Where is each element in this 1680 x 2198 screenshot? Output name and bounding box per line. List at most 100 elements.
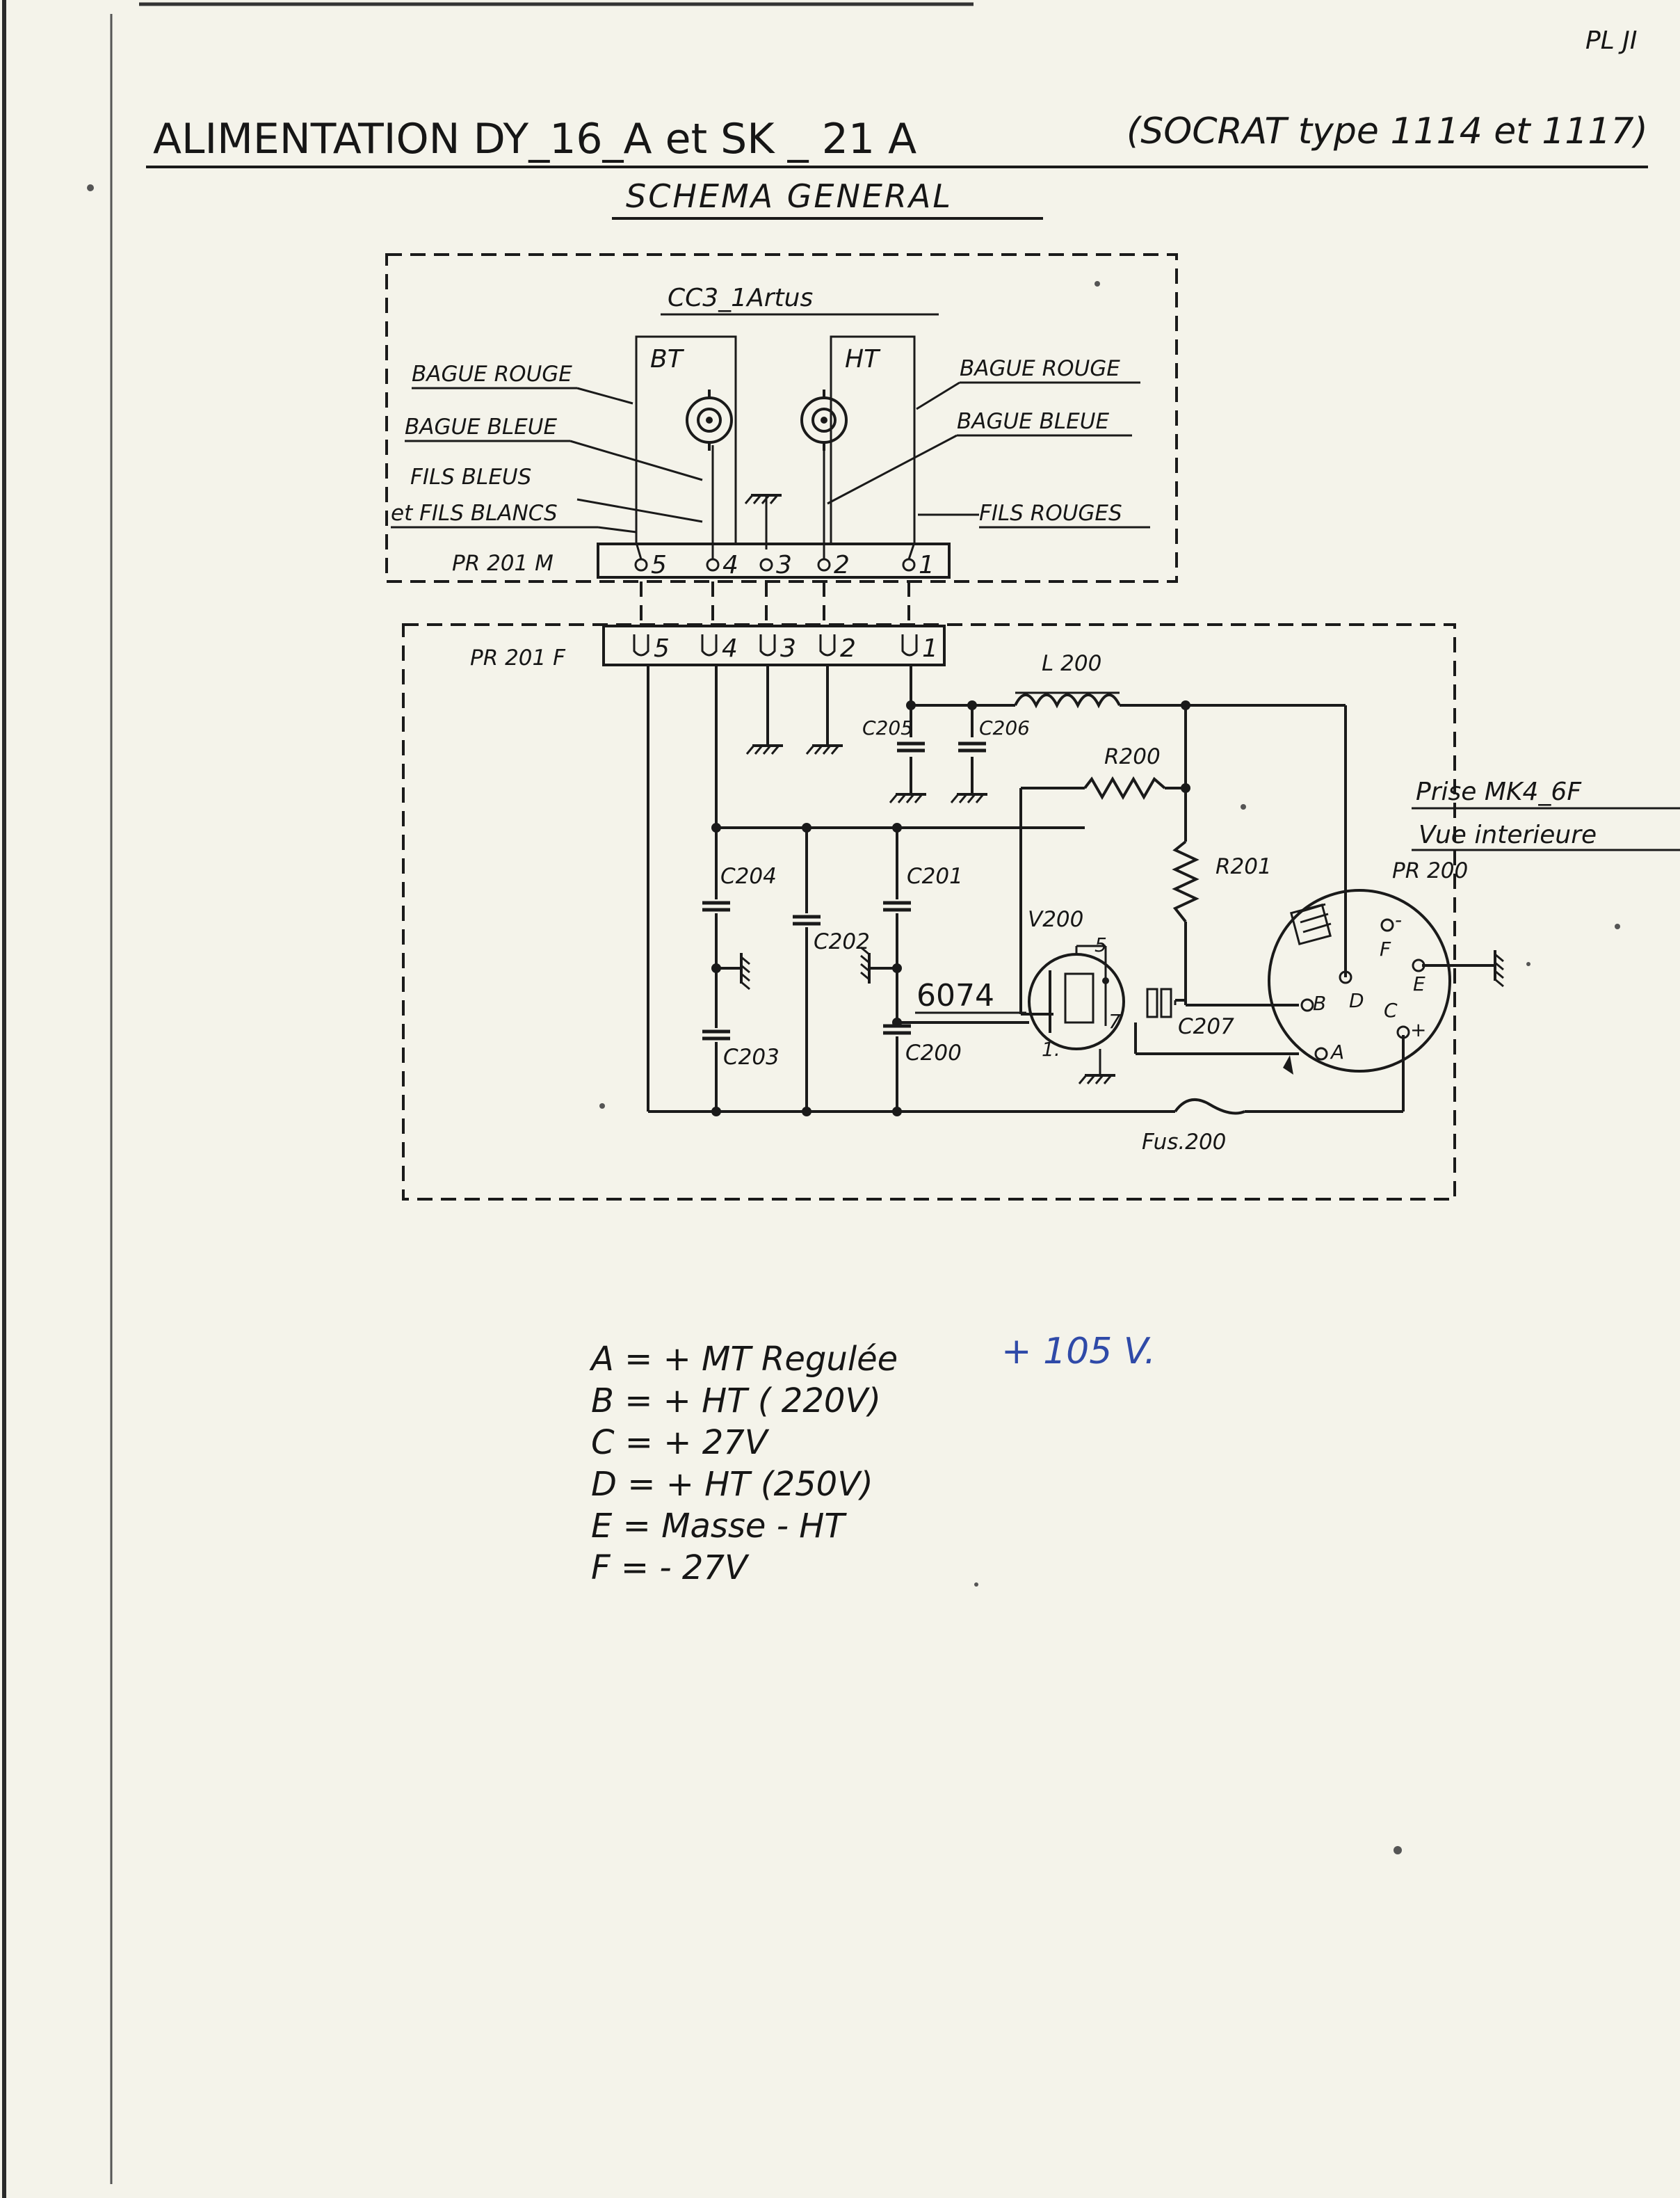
ht-label: HT <box>845 345 881 374</box>
ht-coax-connector <box>800 390 848 451</box>
pr201m-pin-4: 4 <box>722 551 738 579</box>
socket-pin-f: F <box>1380 938 1391 961</box>
arrow-fils-blancs <box>597 526 637 534</box>
capacitor-c200 <box>883 1026 911 1033</box>
label-bague-rouge-right: BAGUE ROUGE <box>960 356 1120 381</box>
module-name: CC3_1Artus <box>668 284 813 312</box>
pr201f-pin-5: 5 <box>654 634 670 663</box>
socket-mk4-6f <box>1268 889 1451 1075</box>
label-tube-6074: 6074 <box>916 978 994 1013</box>
label-c200: C200 <box>905 1041 962 1066</box>
socket-pin-e: E <box>1413 972 1425 995</box>
pr201m-pin-5: 5 <box>651 551 667 579</box>
label-c207: C207 <box>1178 1014 1234 1039</box>
scan-specks <box>87 184 1620 1854</box>
label-bague-bleue-right: BAGUE BLEUE <box>957 409 1109 434</box>
capacitor-c206 <box>958 744 986 751</box>
plug-pr201f <box>602 625 946 666</box>
arrow-bague-bleue-right <box>827 434 958 505</box>
label-c204: C204 <box>720 864 777 889</box>
pr201f-pin-3: 3 <box>780 634 796 663</box>
label-fils-bleus: FILS BLEUS <box>410 465 531 490</box>
arrow-fils-bleus <box>576 498 703 523</box>
legend-b: B = + HT ( 220V) <box>591 1381 881 1420</box>
title-paren: (SOCRAT type 1114 et 1117) <box>1126 111 1648 152</box>
ground-socket-e <box>1494 949 1505 988</box>
arrow-bague-bleue-left <box>570 440 703 481</box>
resistor-r201 <box>1172 840 1200 923</box>
capacitor-c207 <box>1146 988 1177 1018</box>
socket-pin-b: B <box>1313 992 1326 1015</box>
label-c201: C201 <box>907 864 963 889</box>
label-tube-pin1: 1. <box>1042 1038 1060 1061</box>
inductor-l200 <box>1014 691 1121 709</box>
socket-pin-c: C <box>1384 999 1398 1022</box>
label-c202: C202 <box>814 929 870 954</box>
plug-pr201m <box>597 543 951 579</box>
pr201f-pin-4: 4 <box>722 634 738 663</box>
pr201m-pin-2: 2 <box>834 551 850 579</box>
ground-c205 <box>889 793 928 804</box>
label-fuse: Fus.200 <box>1142 1130 1226 1155</box>
socket-subtitle: Vue interieure <box>1419 821 1597 849</box>
pin-legend: A = + MT Regulée B = + HT ( 220V) C = + … <box>589 1340 898 1587</box>
title-main: ALIMENTATION DY_16_A et SK _ 21 A <box>153 115 916 163</box>
label-r201: R201 <box>1215 854 1272 879</box>
pr201f-pin-2: 2 <box>840 634 856 663</box>
legend-f: F = - 27V <box>591 1548 750 1587</box>
label-c205: C205 <box>862 716 913 739</box>
ground-tube <box>1078 1074 1117 1085</box>
fuse-200 <box>1174 1098 1245 1115</box>
label-r200: R200 <box>1104 744 1161 769</box>
label-bague-bleue-left: BAGUE BLEUE <box>405 415 557 440</box>
pr201m-pin-3: 3 <box>776 551 792 579</box>
socket-title: Prise MK4_6F <box>1416 778 1582 806</box>
label-pr201m: PR 201 M <box>452 551 554 576</box>
bt-coax-connector <box>686 390 733 451</box>
capacitor-c203 <box>702 1032 730 1038</box>
capacitor-c205 <box>897 744 925 751</box>
ht-box <box>830 335 916 543</box>
socket-pin-a: A <box>1330 1041 1344 1064</box>
legend-a: A = + MT Regulée <box>589 1340 898 1379</box>
label-fils-blancs: et FILS BLANCS <box>391 501 558 526</box>
ground-pin2 <box>805 744 844 755</box>
label-pr201f: PR 201 F <box>470 645 566 671</box>
wire-bt-pin5 <box>635 542 643 560</box>
capacitor-c204 <box>702 903 730 910</box>
plug-interconnect <box>640 581 910 623</box>
handwritten-annotation: + 105 V. <box>1001 1331 1156 1372</box>
module-box <box>385 253 1178 583</box>
socket-pin-d: D <box>1349 989 1364 1012</box>
label-tube-pin7: 7 <box>1108 1010 1121 1033</box>
page-ref: PL JI <box>1585 26 1637 55</box>
socket-pin-plus: + <box>1410 1018 1426 1041</box>
ground-c204-c203 <box>740 952 751 990</box>
pr201m-pins: 5 4 3 2 1 <box>634 551 935 579</box>
socket-ref: PR 200 <box>1392 858 1468 883</box>
subtitle: SCHEMA GENERAL <box>626 177 953 215</box>
legend-d: D = + HT (250V) <box>591 1465 873 1504</box>
socket-pin-minus: - <box>1395 908 1402 931</box>
arrow-bague-rouge-left <box>576 387 633 405</box>
capacitor-c202 <box>793 917 821 924</box>
legend-c: C = + 27V <box>591 1423 770 1462</box>
ground-c206 <box>950 793 989 804</box>
legend-e: E = Masse - HT <box>591 1507 847 1546</box>
capacitor-c201 <box>883 903 911 910</box>
label-bague-rouge-left: BAGUE ROUGE <box>412 362 572 387</box>
label-l200: L 200 <box>1042 651 1101 676</box>
resistor-r200 <box>1083 776 1166 801</box>
bt-label: BT <box>650 345 685 374</box>
label-v200: V200 <box>1028 907 1083 932</box>
arrow-bague-rouge-right <box>916 381 960 410</box>
wire-ht-pin1 <box>907 542 916 560</box>
label-tube-pin5: 5 <box>1095 933 1107 956</box>
pr201f-pins: 5 4 3 2 1 <box>633 634 938 663</box>
tube-v200 <box>1028 945 1125 1075</box>
label-c206: C206 <box>979 716 1030 739</box>
bt-box <box>635 335 737 543</box>
pr201m-pin-1: 1 <box>919 551 935 579</box>
pr201f-pin-1: 1 <box>922 634 938 663</box>
